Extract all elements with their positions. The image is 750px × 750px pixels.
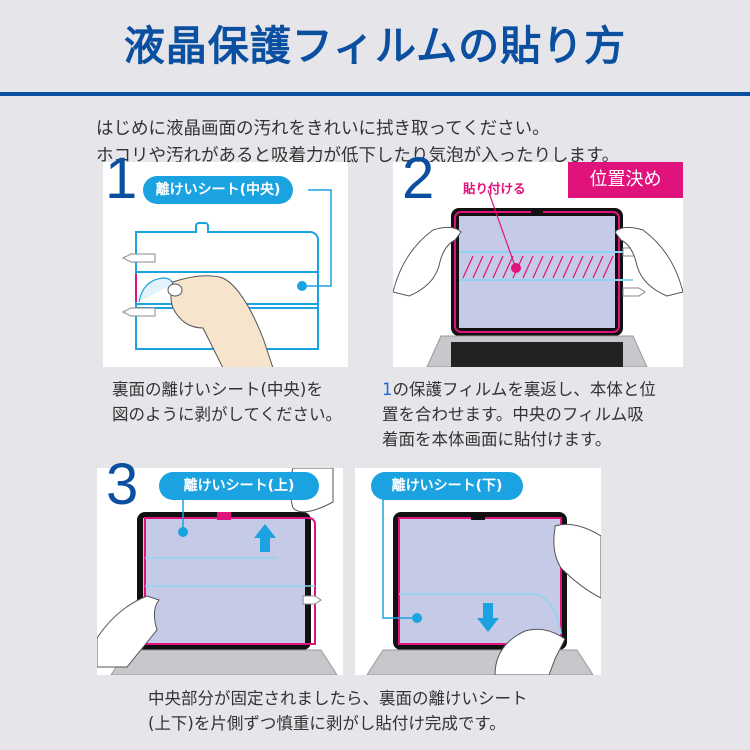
positioning-badge: 位置決め — [568, 162, 683, 198]
step-2-number: 2 — [402, 146, 435, 211]
apply-label: 貼り付ける — [463, 181, 526, 196]
step-2-illustration: 貼り付ける 位置決め — [393, 162, 683, 367]
step-2-caption: 1の保護フィルムを裏返し、本体と位 置を合わせます。中央のフィルム吸 着面を本体… — [382, 380, 656, 449]
release-sheet-center-label: 離けいシート(中央) — [143, 176, 293, 204]
release-sheet-bottom-label: 離けいシート(下) — [371, 472, 523, 500]
step-1-number: 1 — [105, 146, 138, 211]
step-3-bottom-illustration: 離けいシート(下) — [355, 468, 601, 675]
title-divider — [0, 92, 750, 96]
film-diagram-icon — [121, 189, 332, 367]
page-title: 液晶保護フィルムの貼り方 — [123, 22, 627, 70]
peel-bottom-sheet-icon — [366, 496, 601, 675]
step-3-top-illustration: 離けいシート(上) — [97, 468, 343, 675]
step-1-caption: 裏面の離けいシート(中央)を 図のように剥がしてください。 — [112, 380, 343, 424]
step-1-illustration: 離けいシート(中央) — [103, 162, 348, 367]
intro-line-2: ホコリや汚れがあると吸着力が低下したり気泡が入ったりします。 — [96, 146, 620, 166]
release-sheet-top-label: 離けいシート(上) — [159, 472, 319, 500]
intro-text: はじめに液晶画面の汚れをきれいに拭き取ってください。 ホコリや汚れがあると吸着力… — [96, 116, 619, 170]
step-3-number: 3 — [106, 452, 139, 517]
step-3-caption: 中央部分が固定されましたら、裏面の離けいシート (上下)を片側ずつ慎重に剥がし貼… — [148, 689, 528, 733]
peel-top-sheet-icon — [97, 468, 338, 675]
laptop-position-icon — [393, 189, 683, 367]
intro-line-1: はじめに液晶画面の汚れをきれいに拭き取ってください。 — [96, 119, 550, 139]
